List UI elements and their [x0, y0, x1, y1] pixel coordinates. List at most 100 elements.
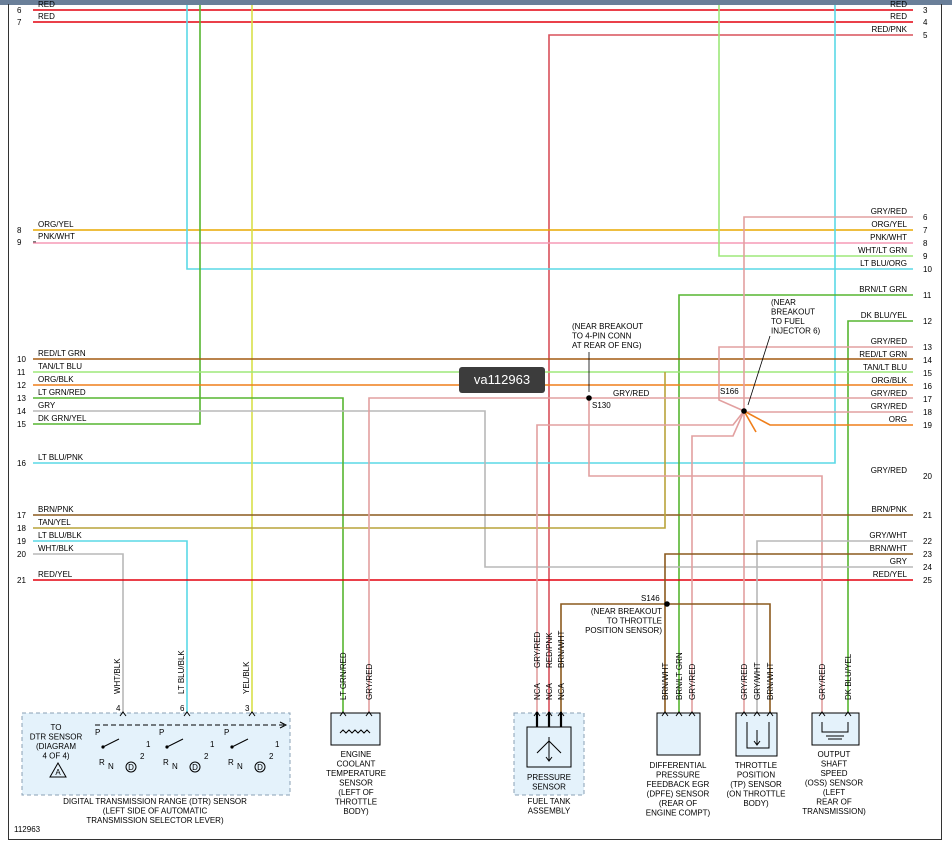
dtr-position-1: 1: [146, 740, 151, 749]
dtr-caption-line: DIGITAL TRANSMISSION RANGE (DTR) SENSOR: [63, 797, 247, 806]
figure-id: 112963: [14, 825, 41, 834]
wire-org-stub: [743, 410, 757, 433]
left-wire-label: RED/YEL: [38, 570, 73, 579]
left-wire-number: 18: [17, 524, 26, 533]
s146-note-line: TO THROTTLE: [607, 617, 662, 626]
right-wire-label: PNK/WHT: [870, 233, 907, 242]
left-wire-label: WHT/BLK: [38, 544, 74, 553]
wire-org-19: [743, 410, 913, 426]
right-wire-label: TAN/LT BLU: [863, 363, 907, 372]
dtr-position-1: 1: [210, 740, 215, 749]
dtr-wire-label: LT BLU/BLK: [177, 650, 186, 694]
right-wire-number: 8: [923, 239, 928, 248]
dtr-position-n: N: [172, 762, 178, 771]
right-wire-label: BRN/LT GRN: [859, 285, 907, 294]
tp-caption-line: (ON THROTTLE: [727, 790, 786, 799]
right-wire-number: 24: [923, 563, 932, 572]
oss-pin: [818, 711, 826, 717]
right-wire-number: 6: [923, 213, 928, 222]
dtr-selector-arrow: [279, 721, 288, 729]
ect-caption-line: TEMPERATURE: [326, 769, 386, 778]
s166-splice-dot: [741, 408, 747, 414]
dpfe-pin: [675, 711, 683, 717]
right-wire-label: RED/YEL: [873, 570, 908, 579]
ect-caption-line: COOLANT: [337, 760, 376, 769]
right-wire-label: LT BLU/ORG: [860, 259, 907, 268]
ect-caption-line: BODY): [343, 807, 369, 816]
oss-caption-line: REAR OF: [816, 798, 852, 807]
tp-caption-line: THROTTLE: [735, 761, 777, 770]
pressure-wire-label: RED/PNK: [545, 632, 554, 668]
dtr-pin: [183, 711, 191, 717]
right-wire-label: GRY/RED: [871, 402, 908, 411]
ect-caption-line: (LEFT OF: [338, 788, 374, 797]
tp-caption-line: POSITION: [737, 771, 775, 780]
left-wire-number: 14: [17, 407, 26, 416]
dtr-position-d-ring: [254, 761, 266, 773]
oss-wire-label: GRY/RED: [818, 663, 827, 700]
left-wire-label: RED: [38, 0, 55, 9]
dtr-position-r: R: [163, 758, 169, 767]
dpfe-sensor-box: [656, 712, 701, 756]
wire-gry-red-oss: [588, 398, 823, 712]
right-wire-number: 5: [923, 31, 928, 40]
ect-sensor-box: [330, 712, 381, 746]
dtr-switch-pivot: [230, 745, 234, 749]
left-wire-label: RED/LT GRN: [38, 349, 86, 358]
wire-brn-wht-dpfe: [664, 553, 913, 712]
dtr-wire-label: YEL/BLK: [242, 661, 251, 694]
right-wire-label: ORG/YEL: [871, 220, 907, 229]
dtr-position-d-ring: [189, 761, 201, 773]
left-wire-number: 11: [17, 368, 26, 377]
ect-pin: [365, 711, 373, 717]
dtr-caption-line: (LEFT SIDE OF AUTOMATIC: [103, 807, 208, 816]
right-wire-number: 23: [923, 550, 932, 559]
dpfe-wire-label: BRN/LT GRN: [675, 652, 684, 700]
dtr-pin-number: 6: [180, 704, 185, 713]
left-wire-label: LT BLU/BLK: [38, 531, 82, 540]
pressure-symbol: [536, 737, 562, 762]
tp-pin: [740, 711, 748, 717]
left-wire-number: 13: [17, 394, 26, 403]
s166-note-line: BREAKOUT: [771, 308, 815, 317]
components-layer: [21, 711, 860, 796]
wire-gry-red-pressure: [536, 410, 745, 712]
left-wire-label: LT BLU/PNK: [38, 453, 84, 462]
oss-pin: [844, 711, 852, 717]
right-wire-label: GRY/RED: [871, 389, 908, 398]
left-wire-number: 20: [17, 550, 26, 559]
s146-note-line: POSITION SENSOR): [585, 626, 662, 635]
s166-id: S166: [720, 387, 739, 396]
dtr-switch-blade: [231, 738, 249, 748]
left-wire-number: 10: [17, 355, 26, 364]
dtr-caption-line: TRANSMISSION SELECTOR LEVER): [86, 816, 224, 825]
pressure-wire-label: BRN/WHT: [557, 631, 566, 668]
wires-layer: [33, 5, 913, 712]
right-wire-number: 12: [923, 317, 932, 326]
s130-note-line: (NEAR BREAKOUT: [572, 322, 643, 331]
dpfe-caption-line: (DPFE) SENSOR: [647, 790, 710, 799]
dtr-reference-line: 4 OF 4): [42, 752, 69, 761]
pressure-label-line: SENSOR: [532, 783, 566, 792]
dtr-position-2: 2: [140, 752, 145, 761]
left-wire-number: 19: [17, 537, 26, 546]
oss-caption-line: TRANSMISSION): [802, 807, 866, 816]
s130-splice-dot: [586, 395, 592, 401]
oss-caption-line: SHAFT: [821, 760, 847, 769]
dpfe-wire-label: GRY/RED: [688, 663, 697, 700]
wire-lt-grn-red: [33, 397, 344, 712]
right-wire-label: GRY: [890, 557, 908, 566]
oss-caption-line: (LEFT: [823, 788, 845, 797]
tp-wire-label: GRY/RED: [740, 663, 749, 700]
wire-gry-red-dpfe: [691, 410, 745, 712]
right-wire-number: 19: [923, 421, 932, 430]
wire-red-pnk: [548, 34, 913, 712]
s146-id: S146: [641, 594, 660, 603]
s166-note-line: INJECTOR 6): [771, 327, 821, 336]
left-wire-label: LT GRN/RED: [38, 388, 86, 397]
watermark-badge: va112963: [459, 367, 545, 393]
left-wire-number: 15: [17, 420, 26, 429]
s130-note-line: TO 4-PIN CONN: [572, 332, 632, 341]
left-wire-number: 16: [17, 459, 26, 468]
